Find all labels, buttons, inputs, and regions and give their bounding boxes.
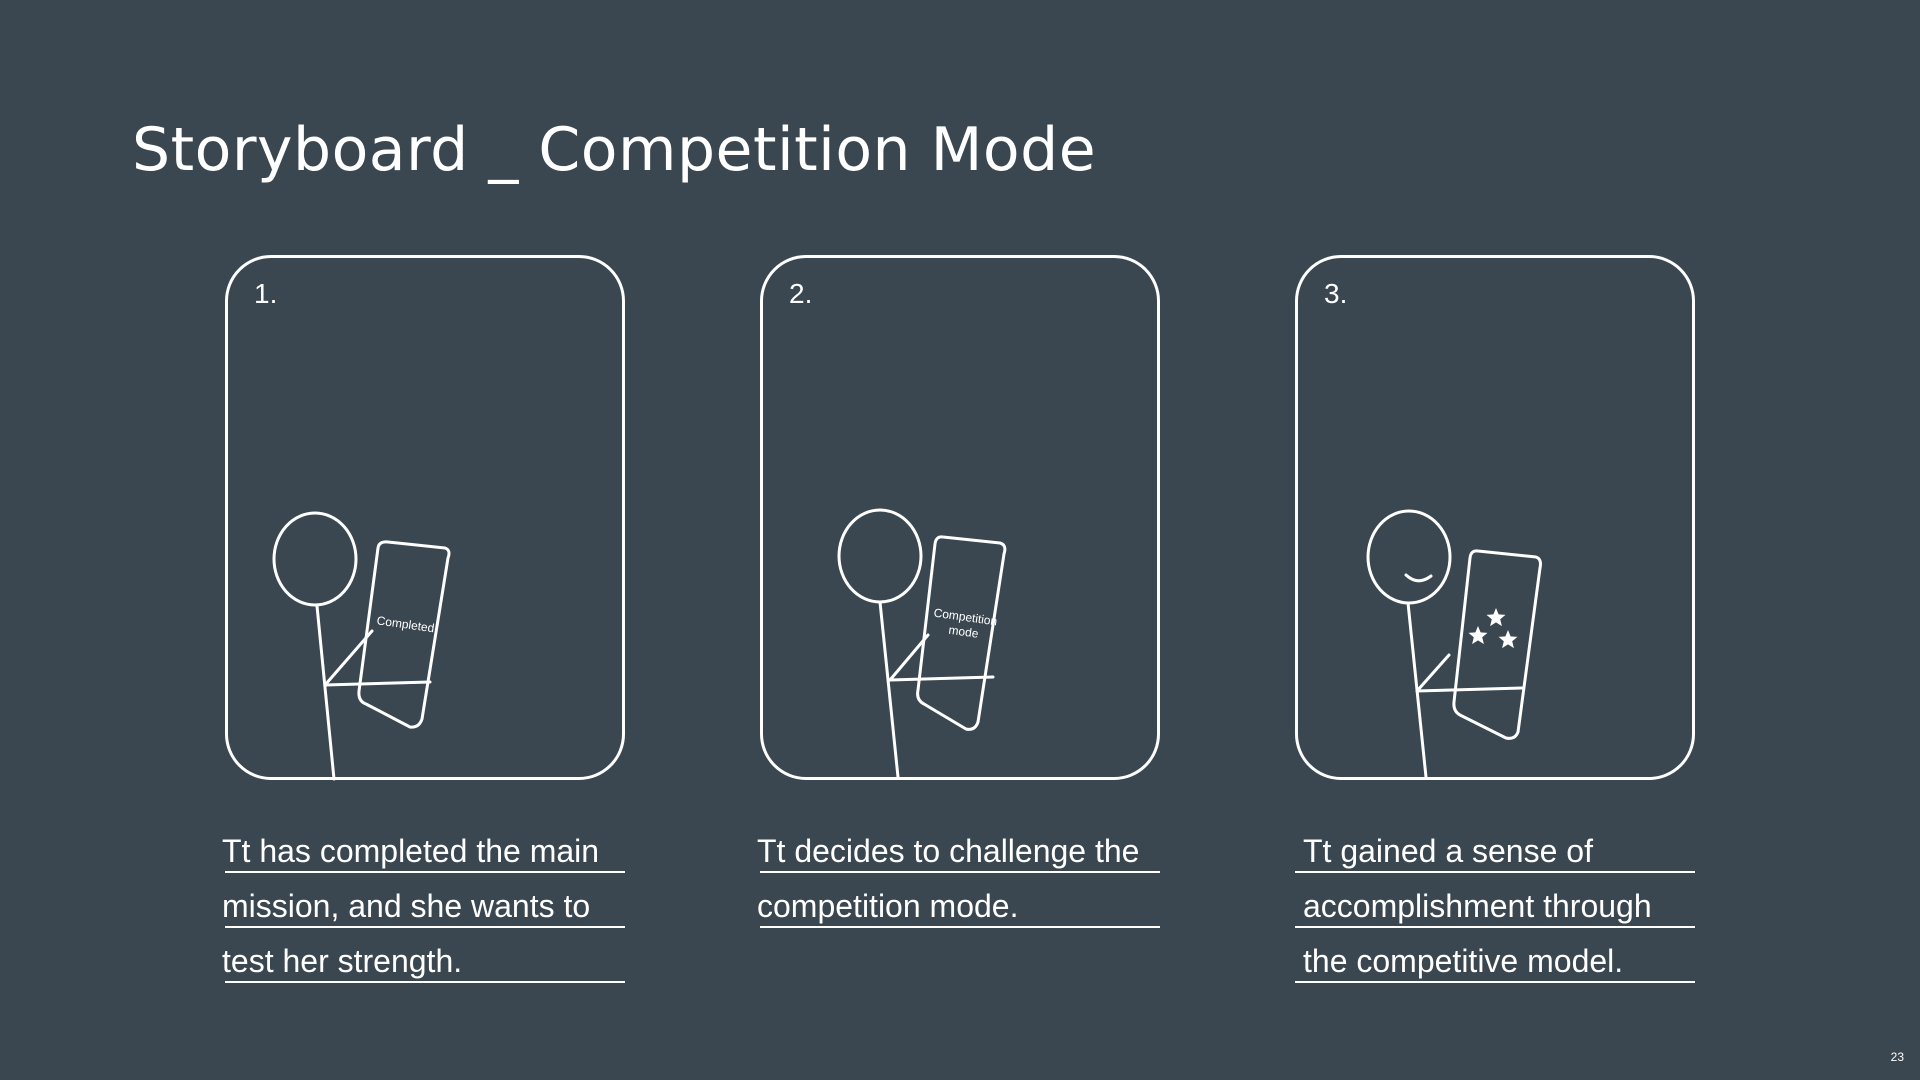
phone-screen-text: Completed bbox=[376, 613, 435, 635]
phone-screen-text-2: mode bbox=[948, 623, 980, 641]
caption-panel-1: Tt has completed the main mission, and s… bbox=[222, 824, 622, 989]
caption-panel-2: Tt decides to challenge the competition … bbox=[757, 824, 1157, 934]
figure-smile bbox=[1404, 573, 1433, 583]
caption-underline bbox=[1295, 871, 1695, 873]
caption-line: Tt decides to challenge the bbox=[757, 833, 1140, 869]
stars-icon bbox=[1468, 608, 1518, 649]
caption-line: Tt has completed the main bbox=[222, 833, 600, 869]
page-number: 23 bbox=[1890, 1050, 1904, 1064]
caption-line: the competitive model. bbox=[1303, 943, 1624, 979]
figure-body bbox=[878, 600, 900, 779]
smiling-stick-figure-holding-phone-illustration bbox=[1366, 509, 1542, 779]
caption-underline bbox=[225, 871, 625, 873]
caption-line: Tt gained a sense of bbox=[1303, 833, 1593, 869]
panel-number: 1. bbox=[254, 278, 278, 309]
caption-line: competition mode. bbox=[757, 888, 1019, 924]
figure-head bbox=[1366, 509, 1452, 605]
caption-underline bbox=[760, 871, 1160, 873]
figure-arm bbox=[1415, 653, 1451, 693]
figure-arm-lower bbox=[1415, 686, 1524, 693]
figure-body bbox=[315, 604, 336, 781]
caption-line: accomplishment through bbox=[1303, 888, 1652, 924]
phone-outline bbox=[916, 535, 1007, 731]
figure-arm bbox=[323, 629, 374, 687]
panel-number: 2. bbox=[789, 278, 813, 309]
caption-underline bbox=[1295, 926, 1695, 928]
caption-underline bbox=[225, 981, 625, 983]
storyboard-panel-1: 1. Completed bbox=[225, 255, 625, 781]
caption-underline bbox=[760, 926, 1160, 928]
phone-outline bbox=[1452, 549, 1542, 740]
panel-number: 3. bbox=[1324, 278, 1348, 309]
caption-line: mission, and she wants to bbox=[222, 888, 591, 924]
caption-underline bbox=[1295, 981, 1695, 983]
figure-arm-lower bbox=[888, 675, 995, 682]
phone-outline bbox=[357, 540, 451, 729]
figure-arm-lower bbox=[323, 680, 432, 687]
stick-figure-holding-phone-illustration: Completed bbox=[272, 511, 451, 781]
storyboard-panel-2: 2. Competition mode bbox=[760, 255, 1160, 780]
storyboard-panel-3: 3. bbox=[1295, 255, 1695, 780]
page-title: Storyboard _ Competition Mode bbox=[132, 115, 1097, 185]
stick-figure-holding-phone-illustration: Competition mode bbox=[837, 508, 1007, 779]
caption-underline bbox=[225, 926, 625, 928]
caption-panel-3: Tt gained a sense of accomplishment thro… bbox=[1303, 824, 1703, 989]
caption-line: test her strength. bbox=[222, 943, 463, 979]
figure-head bbox=[272, 511, 358, 607]
figure-arm bbox=[888, 633, 930, 682]
figure-head bbox=[837, 508, 923, 604]
